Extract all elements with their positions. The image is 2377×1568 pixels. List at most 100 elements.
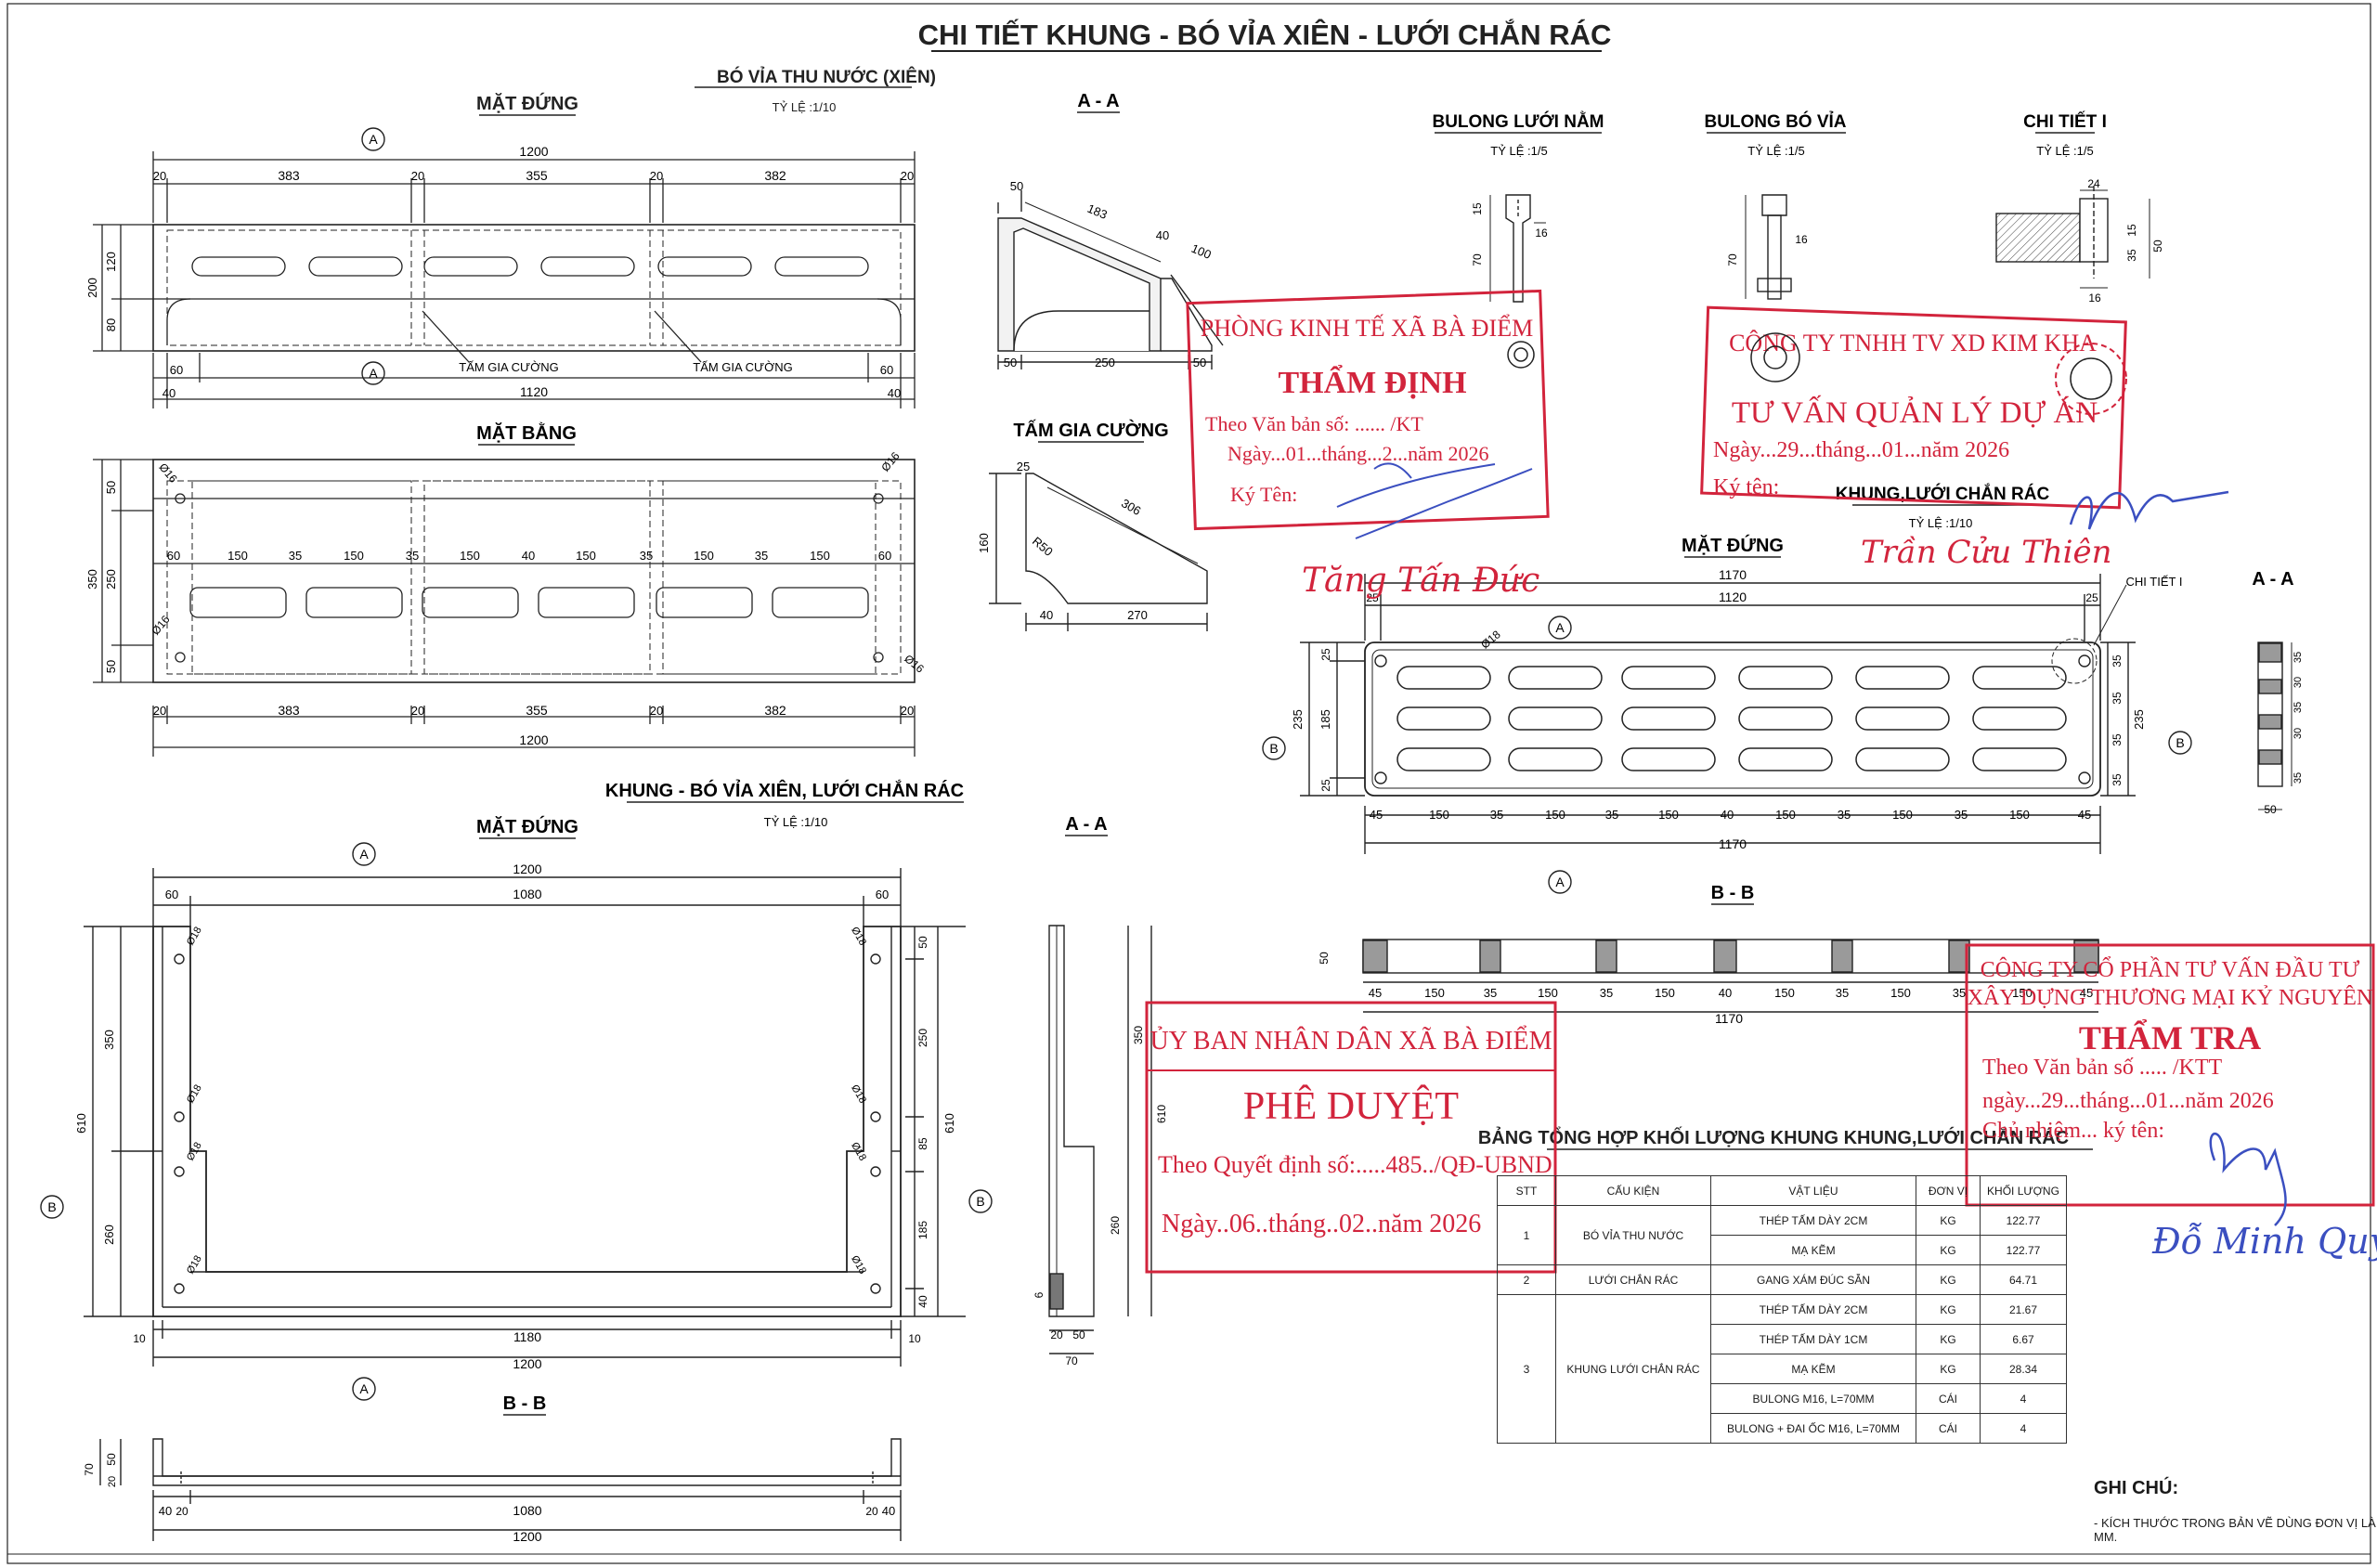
dim-label: 35 xyxy=(1838,808,1851,822)
dim-label: 35 xyxy=(2111,733,2124,746)
dim-label: 150 xyxy=(1890,986,1911,1000)
dim-label: 45 xyxy=(2080,986,2093,1000)
dim-label: 185 xyxy=(916,1221,929,1239)
dim-label: 1120 xyxy=(1719,590,1747,604)
dim-label: 383 xyxy=(278,703,300,718)
svg-text:B: B xyxy=(47,1199,56,1214)
dim-label: 35 xyxy=(2293,702,2304,713)
dim-label: 150 xyxy=(1658,808,1679,822)
table-cell: KG xyxy=(1916,1264,1981,1295)
dim-label: Ø18 xyxy=(849,925,868,947)
bo-via-heading: BÓ VỈA THU NƯỚC (XIÊN) xyxy=(717,67,936,87)
dim-label: 16 xyxy=(1795,233,1808,246)
stamp-tham-dinh: PHÒNG KINH TẾ XÃ BÀ ĐIỂM THẨM ĐỊNH Theo … xyxy=(1186,289,1550,600)
dim-label: 85 xyxy=(916,1137,929,1150)
dim-label: 35 xyxy=(1490,808,1503,822)
svg-text:A: A xyxy=(1555,620,1565,635)
dim-label: 150 xyxy=(460,549,480,563)
table-cell: CÁI xyxy=(1916,1413,1981,1444)
svg-text:A: A xyxy=(359,847,369,862)
table-row: MẠ KẼM KG 122.77 xyxy=(1498,1235,2067,1265)
dim-label: 50 xyxy=(1004,356,1017,369)
table-header: KHỐI LƯỢNG xyxy=(1980,1175,2067,1206)
stamp-org: PHÒNG KINH TẾ XÃ BÀ ĐIỂM xyxy=(1201,315,1533,342)
stamp-date-line: Ngày..06..tháng..02..năm 2026 xyxy=(1162,1210,1481,1238)
frame-elevation: KHUNG - BÓ VỈA XIÊN, LƯỚI CHẮN RÁC TỶ LỆ… xyxy=(40,779,1168,1544)
stiffener-label: TẤM GIA CƯỜNG xyxy=(459,360,558,374)
table-row: BULONG M16, L=70MM CÁI 4 xyxy=(1498,1383,2067,1414)
dim-label: 270 xyxy=(1127,608,1148,622)
table-row: 2 LƯỚI CHẮN RÁC GANG XÁM ĐÚC SẴN KG 64.7… xyxy=(1497,1264,2067,1295)
plan-view: MẶT BẰNG 60 150 35 150 35 150 40 150 35 … xyxy=(85,421,927,757)
dim-label: 60 xyxy=(165,888,178,901)
dim-label: Ø18 xyxy=(849,1253,868,1276)
dim-label: 25 xyxy=(1319,648,1332,661)
dim-label: 50 xyxy=(104,660,118,673)
dim-label: 183 xyxy=(1085,201,1110,222)
stamp-title: THẨM ĐỊNH xyxy=(1278,365,1466,400)
dim-label: 250 xyxy=(916,1029,929,1047)
dim-label: 40 xyxy=(522,549,535,563)
detail-1-scale: TỶ LỆ :1/5 xyxy=(2036,144,2093,158)
dim-label: 20 xyxy=(901,704,914,718)
dim-label: 24 xyxy=(2087,177,2100,190)
dim-label: 1200 xyxy=(513,1529,541,1544)
table-row: 3 KHUNG LƯỚI CHẮN RÁC THÉP TẤM DÀY 2CM K… xyxy=(1497,1294,2067,1444)
dim-label: 40 xyxy=(1156,228,1169,242)
dim-label: 15 xyxy=(2125,224,2138,237)
dim-label: 50 xyxy=(1318,952,1331,965)
table-cell: 21.67 xyxy=(1980,1294,2067,1325)
dim-label: 50 xyxy=(1072,1328,1085,1341)
dim-label: 20 xyxy=(175,1505,188,1518)
dim-label: Ø18 xyxy=(185,1082,204,1105)
dim-label: 45 xyxy=(2078,808,2091,822)
dim-label: 35 xyxy=(640,549,653,563)
dim-label: 60 xyxy=(167,549,180,563)
table-header: ĐƠN VỊ xyxy=(1916,1175,1981,1206)
dim-label: 350 xyxy=(1132,1026,1145,1044)
stamp-qlda: CÔNG TY TNHH TV XD KIM KHA TƯ VẤN QUẢN L… xyxy=(1507,305,2229,571)
dim-label: 40 xyxy=(916,1295,929,1308)
dim-label: 35 xyxy=(2293,772,2304,784)
dim-label: 1200 xyxy=(513,1356,541,1371)
dim-label: 1180 xyxy=(513,1329,541,1344)
dim-label: 150 xyxy=(227,549,248,563)
svg-text:B: B xyxy=(976,1194,984,1209)
dim-label: 1080 xyxy=(513,887,541,901)
section-marker-b: B xyxy=(968,1189,993,1213)
table-cell: 122.77 xyxy=(1980,1235,2067,1265)
frame-elev-label: MẶT ĐỨNG xyxy=(476,815,578,837)
dim-label: 260 xyxy=(102,1225,116,1245)
table-cell: 122.77 xyxy=(1980,1205,2067,1236)
dim-label: 35 xyxy=(1836,986,1849,1000)
table-cell: BULONG M16, L=70MM xyxy=(1710,1383,1916,1414)
dim-label: 60 xyxy=(878,549,891,563)
dim-label: 1120 xyxy=(520,384,548,399)
dim-label: 50 xyxy=(1010,179,1023,193)
dim-label: Ø16 xyxy=(878,449,903,474)
grate-bb-label: B - B xyxy=(1711,883,1755,903)
dim-label: 260 xyxy=(1109,1216,1122,1235)
dim-label: 40 xyxy=(159,1504,172,1518)
table-cell: GANG XÁM ĐÚC SẴN xyxy=(1710,1264,1916,1295)
dim-label: 40 xyxy=(1040,608,1053,622)
dim-label: 35 xyxy=(1484,986,1497,1000)
table-title: BẢNG TỔNG HỢP KHỐI LƯỢNG KHUNG KHUNG,LƯỚ… xyxy=(1478,1126,2069,1148)
dim-label: Ø18 xyxy=(185,1253,204,1276)
section-marker-a: A xyxy=(361,127,385,151)
dim-label: 150 xyxy=(1892,808,1913,822)
dim-label: 40 xyxy=(162,386,175,400)
table-cell: 6.67 xyxy=(1980,1324,2067,1354)
dim-label: 70 xyxy=(1065,1354,1078,1367)
stamp-title: THẨM TRA xyxy=(2079,1019,2261,1056)
dim-label: 306 xyxy=(1119,496,1143,518)
dim-label: 35 xyxy=(1955,808,1968,822)
dim-label: 120 xyxy=(104,252,118,272)
stamp-date-line: ngày...29...tháng...01...năm 2026 xyxy=(1982,1089,2274,1113)
dim-label: 383 xyxy=(278,168,300,183)
dim-label: 1200 xyxy=(519,144,548,159)
dim-label: 350 xyxy=(85,569,99,590)
dim-label: 610 xyxy=(74,1113,88,1134)
svg-text:A: A xyxy=(369,132,378,147)
